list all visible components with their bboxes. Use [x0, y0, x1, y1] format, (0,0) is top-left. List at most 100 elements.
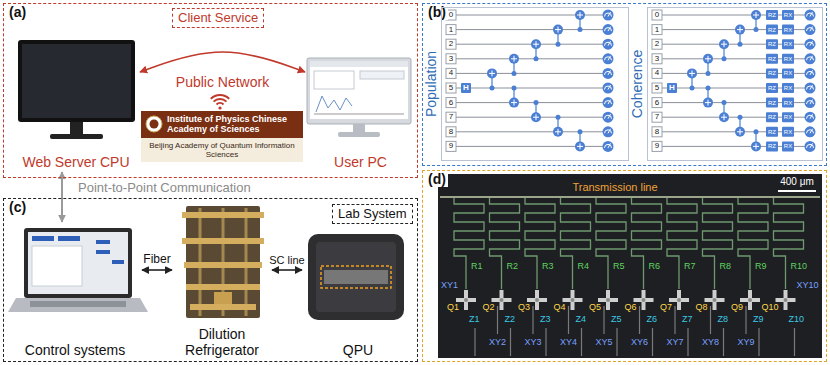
rotation-gate — [766, 10, 778, 20]
qubit-index: 7 — [655, 113, 659, 121]
node-text: (d) — [426, 172, 448, 187]
gate-label: RX — [784, 27, 792, 33]
chip-label: XY7 — [666, 338, 683, 347]
qubit-label-box — [652, 141, 662, 151]
chip-label: Z8 — [718, 315, 729, 324]
section-title-box: Client Service — [172, 8, 264, 28]
logo-core — [150, 120, 159, 129]
measurement-dial — [807, 143, 814, 148]
qubit-index: 9 — [449, 142, 453, 150]
chip-label: R2 — [507, 262, 519, 271]
cnot-plus — [705, 100, 711, 106]
fridge-plate — [182, 212, 264, 218]
measurement-dial — [807, 129, 814, 134]
cnot-plus — [753, 12, 759, 18]
rotation-gate — [782, 39, 794, 49]
chip-label: R10 — [791, 262, 808, 271]
hadamard-gate — [667, 83, 677, 93]
cnot-target — [703, 98, 713, 108]
web-server: Web Server CPU — [12, 36, 140, 172]
cnot-target — [531, 112, 541, 122]
monitor-screen — [310, 61, 408, 119]
measurement-dial — [605, 143, 612, 148]
cnot-control — [706, 71, 711, 76]
chip-label: R9 — [755, 262, 767, 271]
qubit-label-box — [446, 141, 456, 151]
measurement-dial — [605, 56, 612, 61]
cnot-target — [719, 112, 729, 122]
chip-label: R6 — [649, 262, 661, 271]
qubit-index: 9 — [655, 142, 659, 150]
cnot-plus — [737, 129, 743, 135]
rotation-gate — [782, 25, 794, 35]
chip-label: XY4 — [560, 338, 577, 347]
gate-label: RZ — [768, 70, 776, 76]
qubit-label-box — [446, 68, 456, 78]
gate-label: RX — [784, 143, 792, 149]
measurement-dial — [605, 85, 612, 90]
cnot-control — [706, 86, 711, 91]
qubit-index: 3 — [449, 55, 453, 63]
edge-label: Fiber — [141, 253, 172, 266]
qubit-center — [535, 298, 539, 302]
chip-label: XY5 — [595, 338, 612, 347]
measurement-dial — [807, 114, 814, 119]
gate-label: RX — [784, 129, 792, 135]
cnot-plus — [511, 100, 517, 106]
resonator-meander — [596, 198, 626, 289]
measurement — [603, 53, 614, 64]
measurement — [603, 68, 614, 79]
cnot-target — [703, 54, 713, 64]
gate-label: RX — [784, 12, 792, 18]
gate-label: RX — [784, 70, 792, 76]
chip-label: Q9 — [731, 303, 743, 312]
sc-line-arrow — [272, 269, 302, 271]
qubit-index: 5 — [449, 84, 453, 92]
scale-bar — [778, 190, 816, 192]
measurement — [805, 141, 816, 152]
measurement — [805, 39, 816, 50]
qubit-wire — [456, 146, 608, 147]
qubit-center — [571, 298, 575, 302]
measurement — [603, 141, 614, 152]
qubit-index: 4 — [655, 69, 659, 77]
cnot-target — [735, 127, 745, 137]
screen-block — [58, 236, 80, 241]
section-title-box: Lab System — [332, 204, 413, 224]
cnot-control — [738, 115, 743, 120]
gate-label: RX — [784, 85, 792, 91]
xy-line — [532, 306, 533, 334]
network-arrow — [140, 52, 305, 72]
user-pc: User PC — [305, 50, 416, 172]
qubit-cross — [456, 290, 476, 310]
laptop — [8, 228, 148, 312]
qubit-wire — [456, 29, 608, 30]
z-line — [545, 328, 546, 356]
xy-line — [603, 306, 604, 334]
xy-line — [568, 306, 569, 334]
node-text: User PC — [334, 154, 387, 170]
qubit-cross — [598, 290, 618, 310]
qubit-cross — [634, 290, 654, 310]
wifi-dot — [218, 106, 221, 109]
toolbar — [310, 61, 408, 67]
panel-box — [360, 71, 404, 79]
measurement-dial — [605, 129, 612, 134]
cnot-target — [531, 39, 541, 49]
qubit-index: 4 — [449, 69, 453, 77]
rotation-gate — [766, 141, 778, 151]
z-line — [652, 328, 653, 356]
qubit-label-box — [446, 112, 456, 122]
qubit-index: 1 — [449, 26, 453, 34]
wifi-arc — [211, 95, 229, 99]
cnot-control — [722, 56, 727, 61]
qubit-cross — [669, 290, 689, 310]
communication-arrow — [61, 172, 63, 222]
transmission-line — [440, 196, 820, 198]
chip-label: Z1 — [469, 315, 480, 324]
qpu-chip — [308, 234, 404, 320]
cnot-plus — [577, 143, 583, 149]
chip-label: Q1 — [447, 303, 459, 312]
fridge-can — [214, 292, 232, 304]
measurement-dial — [807, 100, 814, 105]
